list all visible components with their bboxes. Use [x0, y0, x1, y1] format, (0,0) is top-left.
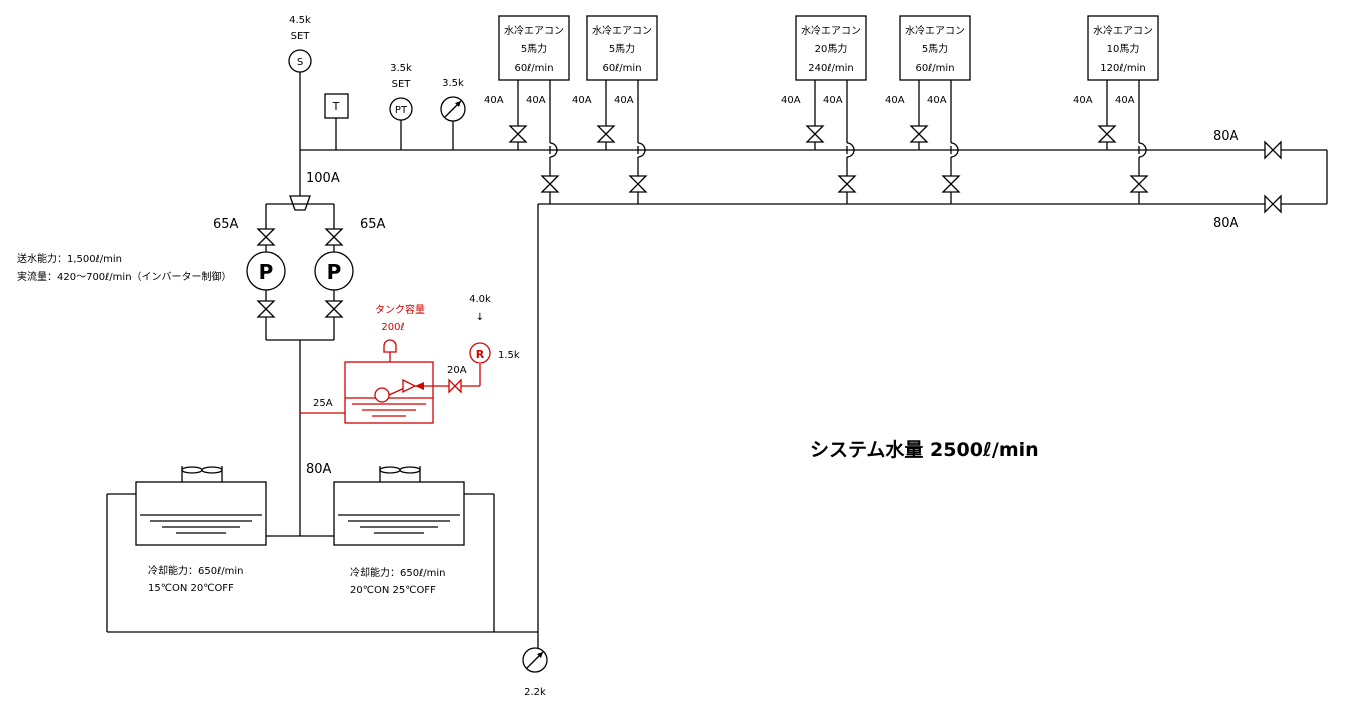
thermostat-symbol: T [332, 100, 340, 113]
aircon-unit-4-return-valve[interactable] [941, 175, 961, 193]
pump-left-valve-top[interactable] [256, 228, 276, 246]
aircon-unit-return-pipe-size: 40A [614, 95, 634, 106]
pump-manifold [265, 203, 335, 536]
cooling-tower-right [333, 466, 465, 546]
riser-pipe-size: 80A [306, 462, 332, 477]
end-valve-return[interactable] [1264, 194, 1282, 214]
strainer-symbol [289, 195, 311, 211]
pressure-transmitter: PT [389, 97, 413, 121]
makeup-tank [300, 339, 481, 424]
aircon-unit-2: 水冷エアコン 5馬力 60ℓ/min [586, 15, 658, 81]
pump-left-valve-bottom[interactable] [256, 300, 276, 318]
tank-capacity-label: タンク容量 [375, 303, 425, 316]
aircon-unit-4: 水冷エアコン 5馬力 60ℓ/min [899, 15, 971, 81]
system-total-flow: システム水量 2500ℓ/min [810, 439, 1039, 461]
aircon-unit-name: 水冷エアコン [905, 24, 965, 37]
regulator-arrow: ↓ [476, 312, 484, 323]
aircon-unit-1-supply-valve[interactable] [508, 125, 528, 143]
pressure-transmitter-value: 3.5k [390, 63, 412, 74]
aircon-unit-name: 水冷エアコン [801, 24, 861, 37]
pressure-switch-value: 4.5k [289, 15, 311, 26]
pressure-gauge-top-value: 3.5k [442, 78, 464, 89]
pressure-regulator[interactable]: R [469, 342, 491, 364]
aircon-unit-flow: 120ℓ/min [1100, 63, 1145, 74]
aircon-unit-power: 5馬力 [521, 42, 547, 55]
thermostat: T [324, 93, 349, 119]
pressure-regulator-symbol: R [476, 348, 485, 361]
aircon-unit-flow: 60ℓ/min [602, 63, 641, 74]
pressure-switch: S [288, 49, 312, 73]
tower-piping [106, 493, 539, 648]
pump-left-symbol: P [259, 260, 274, 284]
supply-header [300, 149, 1328, 632]
pump-right: P [314, 251, 354, 291]
aircon-unit-return-pipe-size: 40A [823, 95, 843, 106]
pump-actual-flow: 実流量：420～700ℓ/min（インバーター制御） [17, 270, 232, 283]
aircon-units: 水冷エアコン 5馬力 60ℓ/min 40A 40A 水冷エアコン 5馬力 60ℓ/min 40… [484, 15, 1159, 204]
aircon-unit-name: 水冷エアコン [1093, 24, 1153, 37]
regulator-out-pressure: 1.5k [498, 350, 520, 361]
aircon-unit-power: 5馬力 [609, 42, 635, 55]
aircon-unit-return-pipe-size: 40A [927, 95, 947, 106]
aircon-unit-1-return-valve[interactable] [540, 175, 560, 193]
tower-left-capacity: 冷却能力：650ℓ/min [148, 564, 243, 577]
aircon-unit-name: 水冷エアコン [592, 24, 652, 37]
return-pipe-size: 80A [1213, 216, 1239, 231]
aircon-unit-supply-pipe-size: 40A [885, 95, 905, 106]
aircon-unit-3-supply-valve[interactable] [805, 125, 825, 143]
aircon-unit-return-pipe-size: 40A [1115, 95, 1135, 106]
end-valve-supply[interactable] [1264, 140, 1282, 160]
aircon-unit-supply-pipe-size: 40A [484, 95, 504, 106]
aircon-unit-power: 10馬力 [1107, 42, 1140, 55]
pump-right-valve-bottom[interactable] [324, 300, 344, 318]
aircon-unit-5-return-valve[interactable] [1129, 175, 1149, 193]
aircon-unit-2-return-valve[interactable] [628, 175, 648, 193]
aircon-unit-power: 5馬力 [922, 42, 948, 55]
pump-right-pipe-size: 65A [360, 217, 386, 232]
tower-right-setting: 20℃ON 25℃OFF [350, 585, 436, 596]
aircon-unit-supply-pipe-size: 40A [572, 95, 592, 106]
tank-fill-pipe-size: 20A [447, 365, 467, 376]
aircon-unit-5: 水冷エアコン 10馬力 120ℓ/min [1087, 15, 1159, 81]
aircon-unit-flow: 60ℓ/min [514, 63, 553, 74]
pump-left-pipe-size: 65A [213, 217, 239, 232]
pump-capacity: 送水能力：1,500ℓ/min [17, 252, 122, 265]
aircon-unit-supply-pipe-size: 40A [781, 95, 801, 106]
pressure-transmitter-symbol: PT [395, 105, 408, 116]
main-pipe-size: 100A [306, 171, 340, 186]
tank-capacity-value: 200ℓ [381, 322, 404, 333]
aircon-unit-1: 水冷エアコン 5馬力 60ℓ/min [498, 15, 570, 81]
aircon-unit-supply-pipe-size: 40A [1073, 95, 1093, 106]
cooling-tower-left [135, 466, 267, 546]
aircon-unit-power: 20馬力 [815, 42, 848, 55]
pressure-switch-set: SET [291, 31, 311, 42]
aircon-unit-name: 水冷エアコン [504, 24, 564, 37]
pressure-gauge-top [440, 96, 466, 122]
pressure-gauge-bottom-value: 2.2k [524, 687, 546, 698]
aircon-unit-2-supply-valve[interactable] [596, 125, 616, 143]
regulator-in-pressure: 4.0k [469, 294, 491, 305]
aircon-unit-flow: 240ℓ/min [808, 63, 853, 74]
tank-pipe-size: 25A [313, 398, 333, 409]
pressure-transmitter-set: SET [392, 79, 412, 90]
pump-right-valve-top[interactable] [324, 228, 344, 246]
aircon-unit-5-supply-valve[interactable] [1097, 125, 1117, 143]
tower-right-capacity: 冷却能力：650ℓ/min [350, 566, 445, 579]
aircon-unit-3-return-valve[interactable] [837, 175, 857, 193]
supply-pipe-size: 80A [1213, 129, 1239, 144]
pump-left: P [246, 251, 286, 291]
tower-left-setting: 15℃ON 20℃OFF [148, 583, 234, 594]
pressure-switch-symbol: S [297, 57, 303, 68]
aircon-unit-4-supply-valve[interactable] [909, 125, 929, 143]
aircon-unit-flow: 60ℓ/min [915, 63, 954, 74]
aircon-unit-3: 水冷エアコン 20馬力 240ℓ/min [795, 15, 867, 81]
pressure-gauge-bottom [522, 647, 548, 673]
pump-right-symbol: P [327, 260, 342, 284]
aircon-unit-return-pipe-size: 40A [526, 95, 546, 106]
